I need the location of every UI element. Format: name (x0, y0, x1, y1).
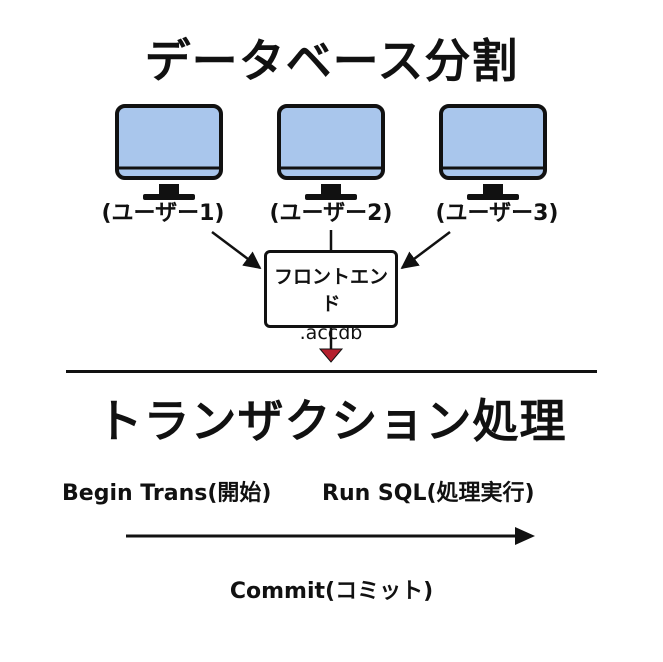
step-begin-trans: Begin Trans(開始) (62, 481, 272, 506)
user-label-1: (ユーザー1) (101, 201, 225, 226)
arrow-user1-to-frontend (211, 231, 262, 270)
user-label-3: (ユーザー3) (435, 201, 559, 226)
arrow-user3-to-frontend (400, 231, 451, 270)
diagram-title-transaction: トランザクション処理 (96, 394, 567, 448)
monitor-icon (439, 104, 547, 200)
monitor-icon (277, 104, 385, 200)
timeline-arrowhead (515, 527, 535, 545)
frontend-box: フロントエンド .accdb (264, 250, 398, 344)
arrow-frontend-down-head (318, 348, 344, 363)
step-run-sql: Run SQL(処理実行) (322, 481, 535, 506)
monitor-icon (115, 104, 223, 200)
step-commit: Commit(コミット) (229, 579, 434, 604)
user-label-2: (ユーザー2) (269, 201, 393, 226)
diagram-title-database-split: データベース分割 (144, 34, 519, 88)
frontend-name: フロントエンド (273, 266, 388, 315)
frontend-file: .accdb (299, 322, 363, 344)
section-divider (66, 370, 597, 373)
